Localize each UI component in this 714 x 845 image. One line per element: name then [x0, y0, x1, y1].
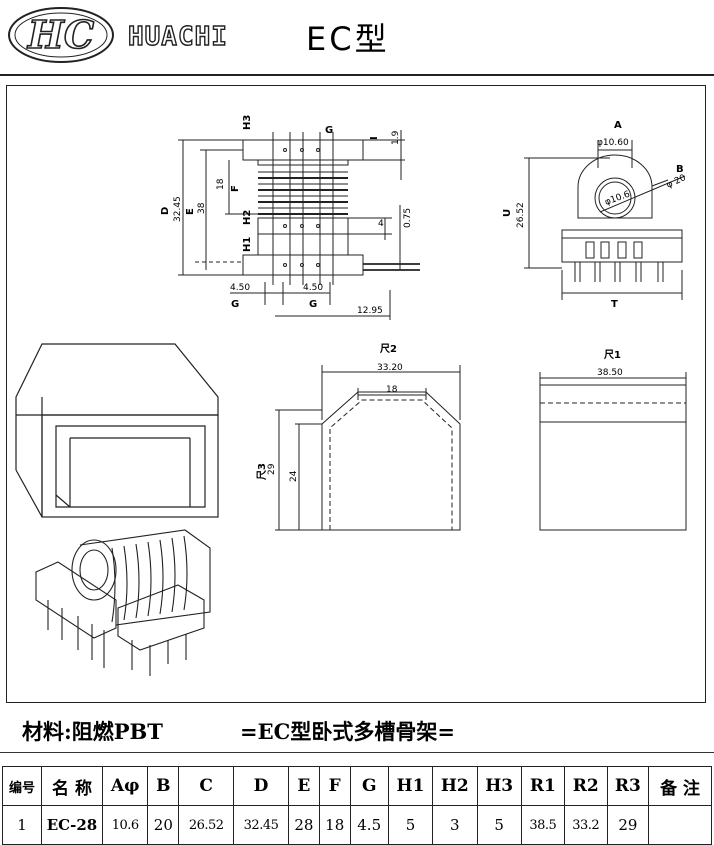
cell-e: 28	[287, 805, 320, 845]
dim-26-52: 26.52	[516, 202, 526, 228]
cover-side-view	[539, 372, 687, 531]
col-header-no: 编号	[2, 766, 42, 806]
dim-1-9: 1.9	[391, 130, 401, 145]
dim-g-mid: G	[309, 299, 317, 310]
dim-t: T	[611, 299, 618, 310]
dim-g-top: G	[325, 125, 333, 136]
dim-d: D	[160, 207, 171, 215]
col-header-name: 名 称	[41, 766, 103, 806]
header-divider	[0, 74, 714, 76]
cell-name: EC-28	[41, 805, 103, 845]
material-label: 材料:阻燃PBT	[22, 719, 163, 744]
dim-a: A	[614, 120, 622, 131]
cell-h1: 5	[387, 805, 434, 845]
cell-r1: 38.5	[520, 805, 565, 845]
r2-inner: 18	[386, 385, 398, 395]
dim-u: U	[502, 209, 513, 217]
dim-i: I	[369, 136, 380, 140]
r2-value: 33.20	[377, 363, 403, 373]
dim-32-45: 32.45	[173, 196, 183, 222]
cell-b: 20	[147, 805, 180, 845]
cell-r2: 33.2	[563, 805, 608, 845]
col-header-remarks: 备 注	[648, 766, 712, 806]
dim-4-50-b: 4.50	[303, 283, 323, 293]
dim-38: 38	[197, 202, 207, 214]
side-view	[178, 130, 420, 320]
dim-phi-20: φ 20	[665, 173, 688, 191]
front-view	[524, 140, 686, 300]
col-header-r2: R2	[563, 766, 608, 806]
cell-f: 18	[318, 805, 351, 845]
col-header-h2: H2	[432, 766, 478, 806]
dim-12-95: 12.95	[357, 306, 383, 316]
r3-value: 29	[267, 463, 277, 475]
r2-label: 尺2	[380, 343, 397, 355]
dim-h2: H2	[242, 210, 253, 225]
col-header-r1: R1	[520, 766, 565, 806]
cell-a: 10.6	[101, 805, 149, 845]
drawing-frame	[6, 85, 706, 703]
product-subtitle: =EC型卧式多槽骨架=	[240, 719, 455, 744]
col-header-h3: H3	[476, 766, 522, 806]
dim-b: B	[676, 164, 684, 175]
dim-phi-10-60: φ10.60	[597, 138, 629, 148]
table-row: 1 EC-28 10.6 20 26.52 32.45 28 18 4.5 5 …	[2, 805, 712, 845]
logo-text: HC	[27, 12, 94, 57]
col-header-e: E	[287, 766, 320, 806]
cell-h2: 3	[432, 805, 478, 845]
table-header-row: 编号 名 称 Aφ B C D E F G H1 H2 H3 R1 R2 R3 …	[2, 766, 712, 806]
type-title: EC型	[306, 20, 390, 58]
cell-d: 32.45	[233, 805, 289, 845]
spec-table: 编号 名 称 Aφ B C D E F G H1 H2 H3 R1 R2 R3 …	[2, 766, 712, 845]
cell-g: 4.5	[349, 805, 389, 845]
r1-value: 38.50	[597, 368, 623, 378]
technical-drawing: H3 G I 1.9 D 32.45 E 38 18 F H2 0.75 4 H…	[15, 115, 688, 676]
dim-4: 4	[378, 219, 384, 229]
r3-label: 尺3	[256, 463, 268, 480]
footer-divider	[0, 752, 714, 753]
r1-label: 尺1	[604, 349, 621, 361]
col-header-b: B	[147, 766, 180, 806]
col-header-f: F	[318, 766, 351, 806]
dim-e: E	[185, 208, 196, 215]
dim-h3: H3	[242, 115, 253, 130]
cell-h3: 5	[476, 805, 522, 845]
col-header-c: C	[178, 766, 235, 806]
brand-name: HUACHI	[127, 21, 228, 52]
cell-r3: 29	[606, 805, 650, 845]
huachi-logo: HC	[6, 4, 116, 66]
dim-h1: H1	[242, 237, 253, 252]
dim-0-75: 0.75	[403, 208, 413, 228]
cell-c: 26.52	[178, 805, 235, 845]
header: HC HUACHI EC型	[0, 0, 714, 76]
col-header-r3: R3	[606, 766, 650, 806]
col-header-d: D	[233, 766, 289, 806]
cell-no: 1	[2, 805, 42, 845]
col-header-a: Aφ	[101, 766, 149, 806]
dim-f: F	[230, 185, 241, 192]
isometric-cover	[15, 343, 219, 518]
dim-g-left: G	[231, 299, 239, 310]
cell-remarks	[648, 805, 712, 845]
dim-4-50-a: 4.50	[230, 283, 250, 293]
col-header-h1: H1	[387, 766, 434, 806]
col-header-g: G	[349, 766, 389, 806]
cover-front-view	[275, 365, 461, 531]
r3-inner: 24	[289, 470, 299, 482]
dim-18: 18	[216, 178, 226, 190]
isometric-bobbin	[35, 529, 211, 676]
